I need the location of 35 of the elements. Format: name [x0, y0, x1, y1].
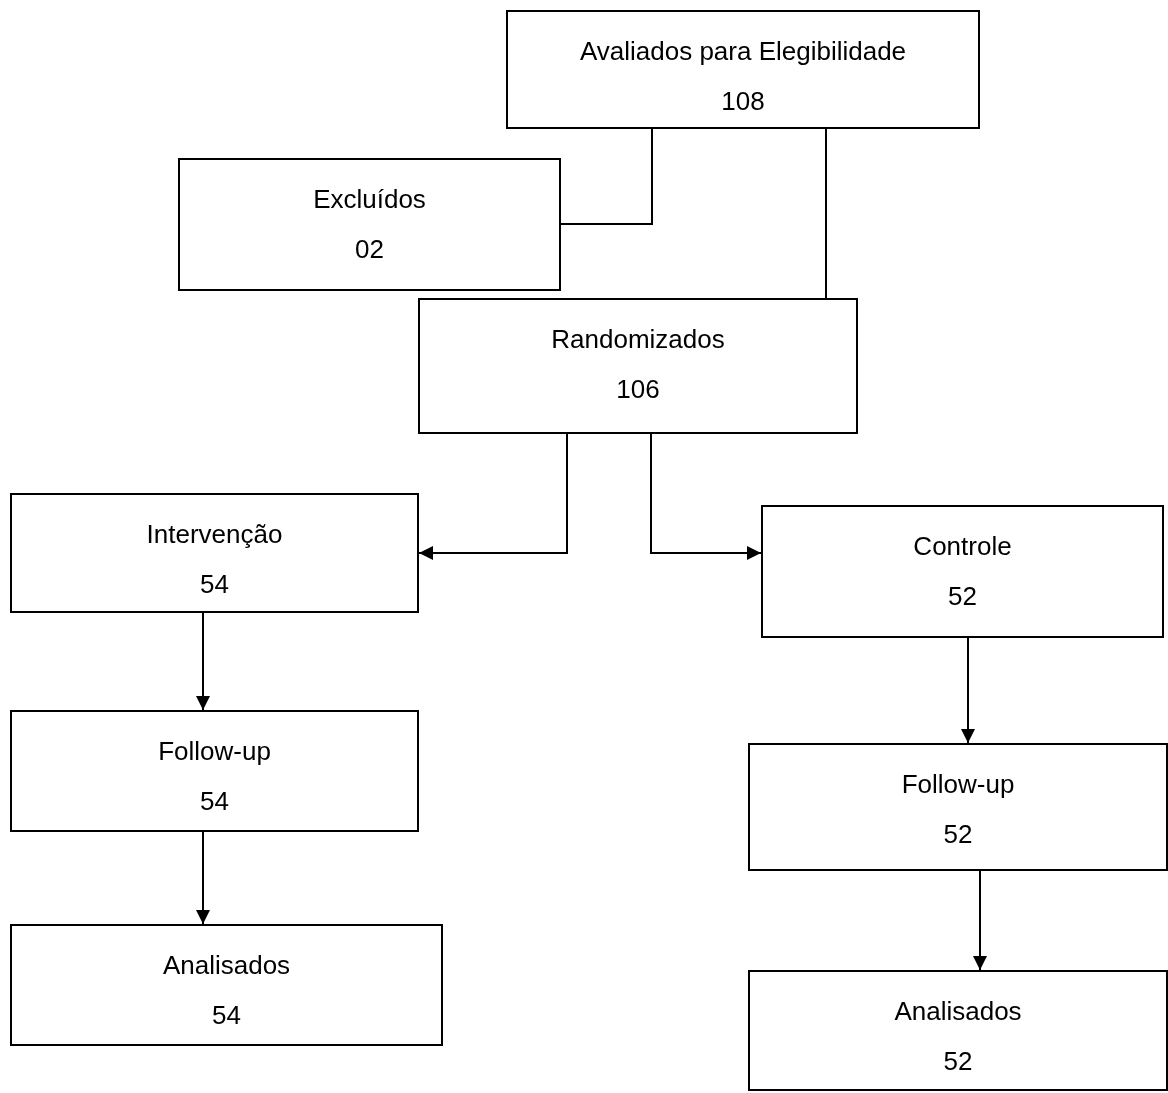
arrow: [196, 831, 210, 925]
box-title: Excluídos: [313, 183, 426, 216]
count-text: 54: [200, 785, 229, 818]
box-title: Randomizados: [551, 323, 725, 356]
box-title: Controle: [913, 530, 1012, 563]
count-text: 52: [943, 1045, 973, 1078]
connector-line: [825, 128, 827, 299]
box-title: Follow-up: [158, 735, 271, 768]
count-text: 108: [721, 85, 765, 118]
count-text: 54: [212, 999, 241, 1032]
process-box: [748, 743, 1168, 871]
count-text: 52: [948, 580, 977, 613]
process-box: [761, 505, 1164, 638]
arrow: [961, 637, 975, 744]
box-title: Analisados: [894, 995, 1022, 1028]
count-text: 52: [943, 818, 973, 851]
process-box: [10, 710, 419, 832]
box-title: Follow-up: [901, 768, 1015, 801]
count-text: 106: [616, 373, 660, 406]
process-box: [10, 493, 419, 613]
connector-line: [560, 128, 653, 225]
box-title: Avaliados para Elegibilidade: [579, 35, 907, 68]
process-box: [178, 158, 561, 291]
box-title: Intervenção: [146, 518, 283, 551]
process-box: [748, 970, 1168, 1091]
process-box: [418, 298, 858, 434]
arrow: [418, 433, 568, 560]
arrow: [196, 612, 210, 711]
arrow: [650, 433, 762, 560]
box-title: Analisados: [162, 949, 291, 982]
process-box: [506, 10, 980, 129]
process-box: [10, 924, 443, 1046]
arrow: [973, 870, 987, 971]
count-text: 54: [200, 568, 229, 601]
count-text: 02: [355, 233, 384, 266]
